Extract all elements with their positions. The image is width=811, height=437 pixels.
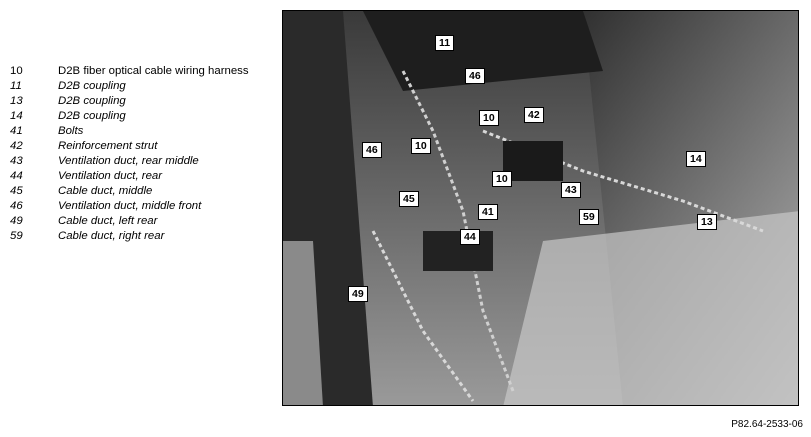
legend-item: 42 Reinforcement strut: [10, 139, 260, 154]
callout-label: 44: [460, 229, 480, 245]
legend-item-number: 14: [10, 110, 23, 122]
parts-legend: 10 D2B fiber optical cable wiring harness…: [10, 64, 260, 244]
legend-item-number: 59: [10, 230, 23, 242]
legend-item-number: 44: [10, 170, 23, 182]
legend-item-text: Bolts: [58, 125, 84, 137]
callout-label: 42: [524, 107, 544, 123]
legend-item: 45 Cable duct, middle: [10, 184, 260, 199]
callout-label: 11: [435, 35, 455, 51]
legend-item-number: 45: [10, 185, 23, 197]
legend-item: 43 Ventilation duct, rear middle: [10, 154, 260, 169]
callout-label: 49: [348, 286, 368, 302]
legend-item-number: 46: [10, 200, 23, 212]
legend-item-text: Cable duct, middle: [58, 185, 153, 197]
callout-label: 10: [411, 138, 431, 154]
legend-item-text: Ventilation duct, rear middle: [58, 155, 199, 167]
legend-item: 11 D2B coupling: [10, 79, 260, 94]
legend-item: 10 D2B fiber optical cable wiring harness: [10, 64, 260, 79]
legend-item-text: Cable duct, right rear: [58, 230, 165, 242]
legend-item-number: 13: [10, 95, 23, 107]
legend-item-text: D2B fiber optical cable wiring harness: [58, 65, 249, 77]
callout-label: 14: [686, 151, 706, 167]
legend-item: 49 Cable duct, left rear: [10, 214, 260, 229]
callout-label: 10: [492, 171, 512, 187]
legend-item-number: 41: [10, 125, 23, 137]
legend-item-text: D2B coupling: [58, 80, 126, 92]
callout-label: 59: [579, 209, 599, 225]
legend-item: 41 Bolts: [10, 124, 260, 139]
callout-label: 41: [478, 204, 498, 220]
legend-item-text: D2B coupling: [58, 110, 126, 122]
legend-item-number: 43: [10, 155, 23, 167]
legend-item-number: 11: [10, 80, 22, 92]
legend-item-text: D2B coupling: [58, 95, 126, 107]
callout-label: 43: [561, 182, 581, 198]
vehicle-interior-photo: 11 46 10 42 46 10 10 14 45 43 41 59 13 4…: [282, 10, 799, 406]
callout-label: 46: [362, 142, 382, 158]
legend-item: 14 D2B coupling: [10, 109, 260, 124]
callout-label: 45: [399, 191, 419, 207]
callout-label: 13: [697, 214, 717, 230]
legend-item-text: Ventilation duct, rear: [58, 170, 163, 182]
interior-floor-illustration: [283, 11, 798, 405]
legend-item-number: 49: [10, 215, 23, 227]
legend-item-text: Ventilation duct, middle front: [58, 200, 202, 212]
legend-item-number: 10: [10, 65, 23, 77]
legend-item-text: Cable duct, left rear: [58, 215, 158, 227]
figure-reference: P82.64-2533-06: [731, 419, 803, 430]
legend-item: 13 D2B coupling: [10, 94, 260, 109]
legend-item: 59 Cable duct, right rear: [10, 229, 260, 244]
callout-label: 10: [479, 110, 499, 126]
callout-label: 46: [465, 68, 485, 84]
legend-item: 46 Ventilation duct, middle front: [10, 199, 260, 214]
legend-item: 44 Ventilation duct, rear: [10, 169, 260, 184]
legend-item-text: Reinforcement strut: [58, 140, 158, 152]
legend-item-number: 42: [10, 140, 23, 152]
